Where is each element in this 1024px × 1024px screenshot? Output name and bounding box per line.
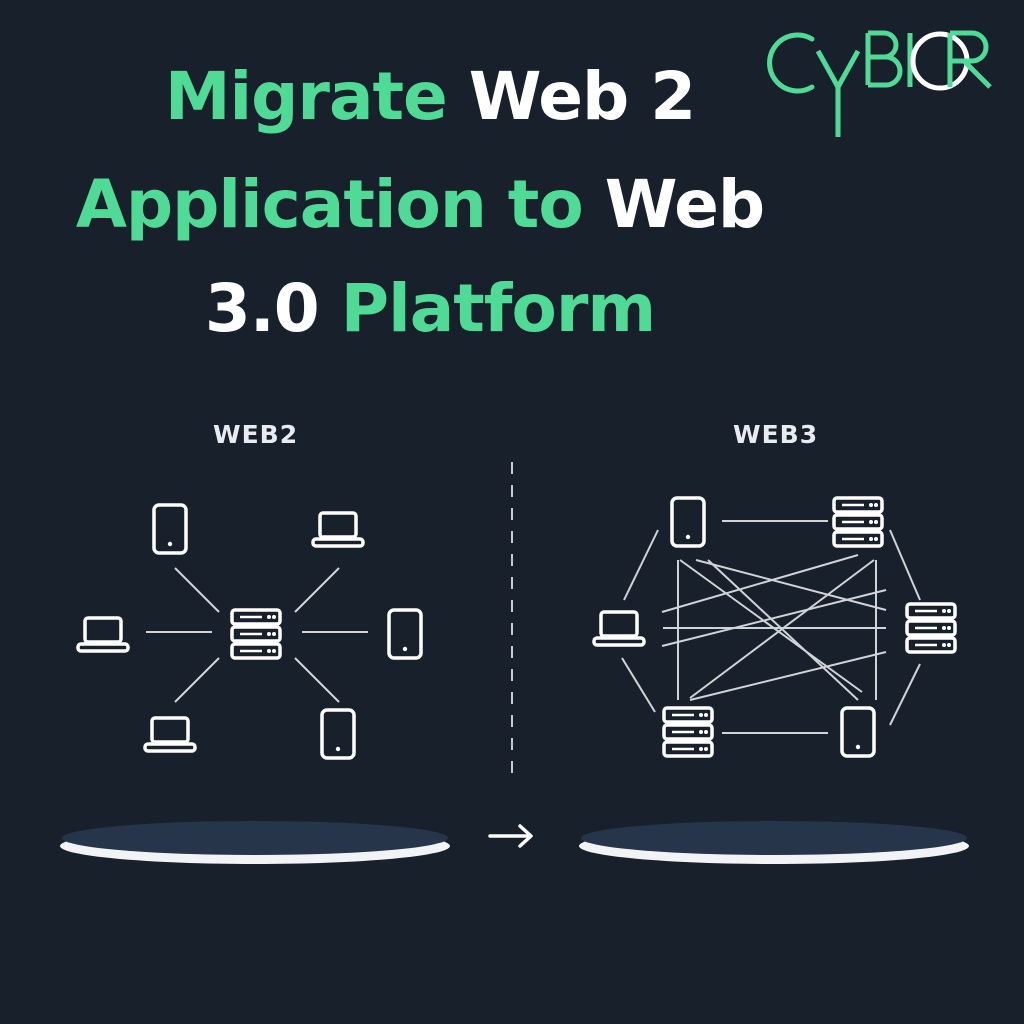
web3-server-icon bbox=[905, 602, 957, 654]
web2-phone-icon bbox=[152, 503, 188, 555]
web3-connections bbox=[621, 520, 921, 734]
headline-word-migrate: Migrate bbox=[164, 58, 448, 135]
web2-laptop-icon bbox=[311, 511, 365, 548]
web2-platform bbox=[60, 821, 450, 864]
web2-laptop-icon bbox=[76, 616, 130, 653]
arrow-right-icon bbox=[488, 824, 533, 848]
web3-phone-icon bbox=[670, 496, 706, 548]
web2-connections bbox=[146, 567, 368, 703]
web2-phone-icon bbox=[320, 708, 356, 760]
headline-word-web: Web bbox=[604, 166, 765, 243]
web3-label: WEB3 bbox=[733, 420, 819, 449]
web3-laptop-icon bbox=[592, 610, 646, 647]
headline-line-1: Migrate Web 2 bbox=[10, 64, 850, 130]
headline-word-3-0: 3.0 bbox=[204, 270, 320, 347]
web2-laptop-icon bbox=[143, 716, 197, 753]
web3-phone-icon bbox=[840, 706, 876, 758]
headline-word-web2: Web 2 bbox=[468, 58, 696, 135]
web2-label: WEB2 bbox=[213, 420, 299, 449]
web2-phone-icon bbox=[387, 608, 423, 660]
headline-line-3: 3.0 Platform bbox=[10, 276, 850, 342]
web3-server-icon bbox=[662, 706, 714, 758]
cybior-logo bbox=[767, 30, 992, 137]
headline-line-2: Application to Web bbox=[0, 172, 840, 238]
headline-word-application-to: Application to bbox=[75, 166, 584, 243]
headline-word-platform: Platform bbox=[340, 270, 656, 347]
web3-platform bbox=[579, 821, 969, 864]
web2-central-server-icon bbox=[230, 608, 282, 660]
web3-server-icon bbox=[832, 496, 884, 548]
